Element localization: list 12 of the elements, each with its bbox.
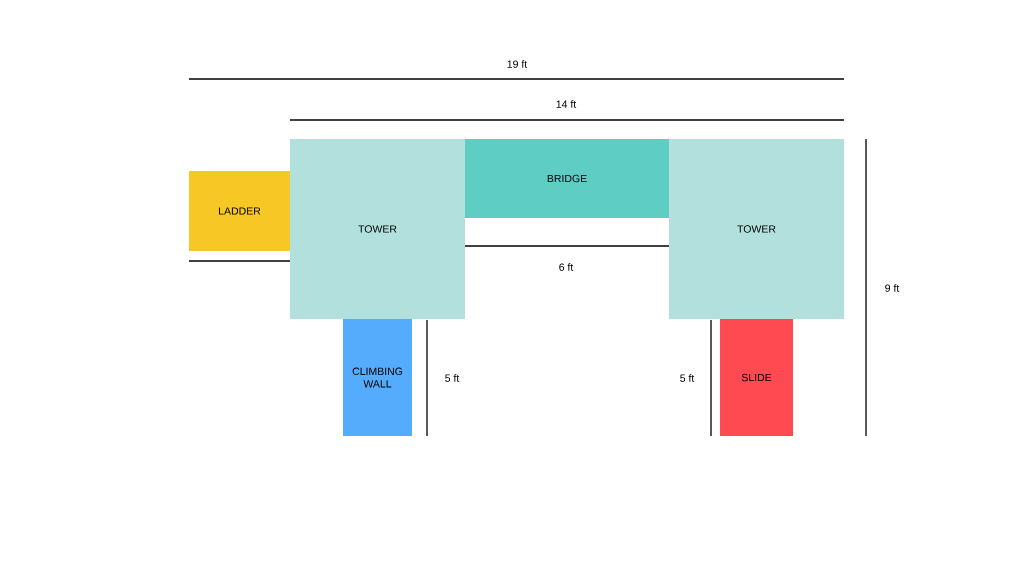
dimension-label: 19 ft [507,60,528,68]
component-box: CLIMBING WALL [343,319,412,436]
dimension-label: 5 ft [680,374,695,382]
component-box: TOWER [669,139,844,319]
component-box: BRIDGE [465,139,669,218]
dimension-label: 14 ft [556,100,577,108]
dimension-label: 5 ft [445,374,460,382]
component-box: TOWER [290,139,465,319]
component-box: SLIDE [720,319,793,436]
component-box: LADDER [189,171,290,251]
dimension-label: 6 ft [559,263,574,271]
dimension-label: 9 ft [885,284,900,292]
